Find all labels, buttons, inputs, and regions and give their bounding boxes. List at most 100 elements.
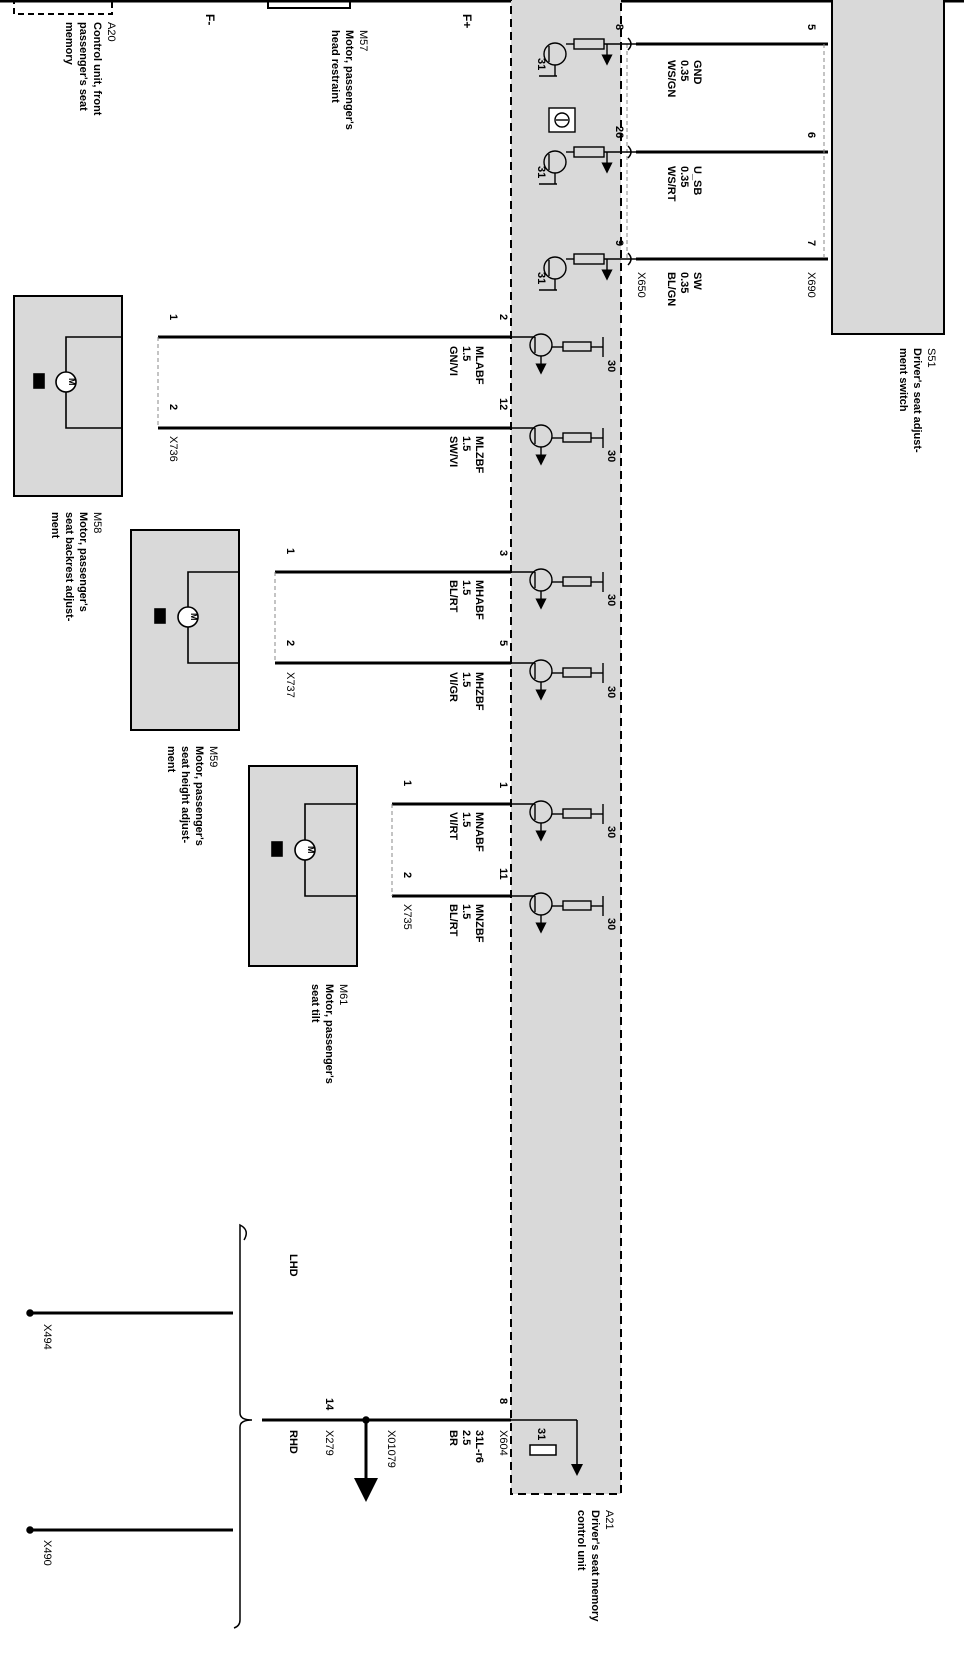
svg-text:1: 1 bbox=[284, 548, 296, 554]
m59-box bbox=[130, 529, 240, 731]
svg-text:2: 2 bbox=[167, 404, 179, 410]
svg-text:1.5: 1.5 bbox=[460, 580, 472, 595]
svg-text:MNABF: MNABF bbox=[473, 812, 485, 852]
motor-wires bbox=[158, 335, 511, 898]
svg-text:0.35: 0.35 bbox=[678, 166, 690, 187]
svg-text:X494: X494 bbox=[41, 1324, 53, 1350]
svg-text:VI/RT: VI/RT bbox=[447, 812, 459, 840]
svg-text:2: 2 bbox=[401, 872, 413, 878]
svg-text:Driver's seat adjust-: Driver's seat adjust- bbox=[911, 348, 923, 453]
svg-text:30: 30 bbox=[605, 686, 617, 698]
svg-text:30: 30 bbox=[605, 360, 617, 372]
svg-text:X650: X650 bbox=[635, 272, 647, 298]
f-plus-mark: F+ bbox=[460, 14, 474, 28]
switch-wire-labels: 8 5 GND 0.35 WS/GN 26 6 U_SB 0.35 WS/RT … bbox=[613, 24, 817, 306]
svg-text:MNZBF: MNZBF bbox=[473, 904, 485, 943]
svg-text:M59: M59 bbox=[207, 746, 219, 767]
svg-text:head restraint: head restraint bbox=[329, 30, 341, 103]
svg-text:Control unit, front: Control unit, front bbox=[91, 22, 103, 116]
motor-symbols bbox=[33, 336, 357, 897]
svg-text:3: 3 bbox=[497, 550, 509, 556]
svg-text:WS/RT: WS/RT bbox=[665, 166, 677, 202]
svg-text:0.35: 0.35 bbox=[678, 60, 690, 81]
ground-wire-labels: 8 X604 31L-r6 2.5 BR 14 X279 X01079 31 bbox=[323, 1398, 547, 1468]
svg-text:X737: X737 bbox=[284, 672, 296, 698]
svg-text:1: 1 bbox=[401, 780, 413, 786]
m59-label: M59 Motor, passenger's seat height adjus… bbox=[165, 746, 219, 846]
svg-text:5: 5 bbox=[805, 24, 817, 30]
svg-text:ment: ment bbox=[49, 512, 61, 539]
svg-text:M58: M58 bbox=[91, 512, 103, 533]
svg-text:8: 8 bbox=[497, 1398, 509, 1404]
s51-label: S51 Driver's seat adjust- ment switch bbox=[897, 348, 937, 453]
svg-text:M: M bbox=[189, 613, 199, 621]
svg-text:1.5: 1.5 bbox=[460, 812, 472, 827]
svg-text:14: 14 bbox=[323, 1398, 335, 1411]
input-transistors bbox=[539, 38, 636, 291]
svg-text:M: M bbox=[67, 378, 77, 386]
svg-text:GN/VI: GN/VI bbox=[447, 346, 459, 376]
m58-box bbox=[13, 295, 123, 497]
svg-text:SW: SW bbox=[691, 272, 703, 290]
svg-text:1.5: 1.5 bbox=[460, 436, 472, 451]
svg-text:1: 1 bbox=[167, 314, 179, 320]
svg-text:2.5: 2.5 bbox=[460, 1430, 472, 1445]
svg-text:control unit: control unit bbox=[575, 1510, 587, 1571]
m61-label: M61 Motor, passenger's seat tilt bbox=[309, 984, 349, 1084]
svg-text:VI/GR: VI/GR bbox=[447, 672, 459, 702]
svg-text:6: 6 bbox=[805, 132, 817, 138]
svg-text:X490: X490 bbox=[41, 1540, 53, 1566]
svg-text:seat height adjust-: seat height adjust- bbox=[179, 746, 191, 844]
svg-text:9: 9 bbox=[613, 240, 625, 246]
svg-text:Driver's seat memory: Driver's seat memory bbox=[589, 1510, 601, 1622]
switch-wires bbox=[636, 42, 828, 261]
svg-text:M: M bbox=[306, 846, 316, 854]
motor-wire-labels: 2 1 MLABF 1.5 GN/VI 12 2 MLZBF 1.5 SW/VI… bbox=[167, 314, 509, 943]
a21-box bbox=[510, 0, 622, 1495]
svg-text:31: 31 bbox=[535, 1428, 547, 1440]
svg-text:31: 31 bbox=[535, 166, 547, 178]
svg-text:Motor, passenger's: Motor, passenger's bbox=[193, 746, 205, 846]
svg-text:2: 2 bbox=[497, 314, 509, 320]
svg-text:A21: A21 bbox=[603, 1510, 615, 1530]
svg-text:0.35: 0.35 bbox=[678, 272, 690, 293]
m61-box bbox=[248, 765, 358, 967]
svg-text:11: 11 bbox=[497, 868, 509, 880]
s51-box bbox=[831, 0, 945, 335]
svg-text:ment switch: ment switch bbox=[897, 348, 909, 412]
svg-text:Motor, passenger's: Motor, passenger's bbox=[77, 512, 89, 612]
svg-text:1.5: 1.5 bbox=[460, 904, 472, 919]
svg-text:SW/VI: SW/VI bbox=[447, 436, 459, 467]
svg-text:31L-r6: 31L-r6 bbox=[473, 1430, 485, 1463]
svg-text:7: 7 bbox=[805, 240, 817, 246]
svg-text:BL/RT: BL/RT bbox=[447, 904, 459, 937]
svg-text:X735: X735 bbox=[401, 904, 413, 930]
svg-text:30: 30 bbox=[605, 450, 617, 462]
svg-text:passenger's seat: passenger's seat bbox=[77, 22, 89, 111]
svg-text:seat tilt: seat tilt bbox=[309, 984, 321, 1023]
svg-text:X690: X690 bbox=[805, 272, 817, 298]
svg-text:12: 12 bbox=[497, 398, 509, 410]
driver-transistors bbox=[511, 333, 604, 934]
svg-text:31: 31 bbox=[535, 58, 547, 70]
ground-wire bbox=[30, 1311, 511, 1532]
input-ground-labels: 31 31 31 bbox=[535, 58, 547, 284]
svg-text:U_SB: U_SB bbox=[691, 166, 703, 195]
svg-text:1.5: 1.5 bbox=[460, 672, 472, 687]
svg-text:X604: X604 bbox=[497, 1430, 509, 1456]
svg-text:30: 30 bbox=[605, 594, 617, 606]
svg-text:X736: X736 bbox=[167, 436, 179, 462]
svg-text:BL/RT: BL/RT bbox=[447, 580, 459, 613]
svg-text:X01079: X01079 bbox=[385, 1430, 397, 1468]
svg-text:seat backrest adjust-: seat backrest adjust- bbox=[63, 512, 75, 622]
a20-label: A20 Control unit, front passenger's seat… bbox=[63, 22, 117, 116]
a21-label: A21 Driver's seat memory control unit bbox=[575, 1510, 615, 1622]
svg-text:MLZBF: MLZBF bbox=[473, 436, 485, 474]
svg-text:memory: memory bbox=[63, 22, 75, 66]
svg-text:BL/GN: BL/GN bbox=[665, 272, 677, 306]
f-minus-mark: F- bbox=[203, 14, 217, 25]
svg-text:X279: X279 bbox=[323, 1430, 335, 1456]
svg-text:1.5: 1.5 bbox=[460, 346, 472, 361]
